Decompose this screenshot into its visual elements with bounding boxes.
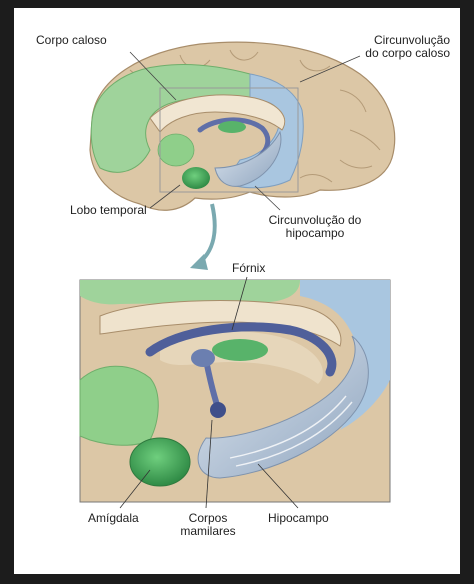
top-brain-view: [89, 41, 396, 211]
zoom-arrow-head: [190, 254, 208, 270]
bottom-zoom-view: [79, 276, 391, 509]
label-circunvolucao-corpo-caloso-line2: do corpo caloso: [365, 46, 450, 60]
label-corpo-caloso: Corpo caloso: [36, 33, 107, 47]
cingulate-blue-zoom: [300, 280, 390, 430]
label-corpos-line2: mamilares: [180, 524, 236, 538]
amygdala-top: [182, 167, 210, 189]
zoom-arrow: [198, 203, 217, 264]
fornix-zoom: [145, 322, 337, 377]
thalamus-zoom: [212, 339, 268, 361]
anterior-commissure: [191, 349, 215, 367]
label-amigdala: Amígdala: [88, 511, 139, 525]
label-lobo-temporal: Lobo temporal: [70, 203, 147, 217]
hippocampus-zoom: [197, 335, 369, 479]
temporal-green-zoom: [79, 365, 159, 446]
temporal-green-top: [157, 133, 195, 167]
label-circunvolucao-corpo-caloso-line1: Circunvolução: [373, 33, 450, 47]
label-circunvolucao-corpo-caloso: Circunvolução do corpo caloso: [330, 34, 450, 60]
bottom-leader-lines: [119, 276, 299, 509]
label-circunvolucao-hipocampo-line1: Circunvolução do: [268, 213, 362, 227]
top-leader-lines: [129, 51, 361, 211]
hippocampus-striations: [229, 395, 353, 467]
thalamus-top: [218, 121, 246, 133]
label-corpos-line1: Corpos: [188, 511, 228, 525]
hippocampus-top: [214, 130, 282, 187]
cingulate-green-zoom: [80, 280, 300, 305]
corpus-callosum-top: [149, 94, 286, 133]
amygdala-zoom: [129, 437, 191, 487]
label-corpos-mamilares: Corpos mamilares: [170, 512, 246, 538]
corpus-callosum-zoom: [99, 300, 342, 347]
zoom-region-box: [159, 87, 299, 193]
label-hipocampo: Hipocampo: [268, 511, 329, 525]
label-fornix: Fórnix: [232, 261, 266, 275]
label-circunvolucao-hipocampo: Circunvolução do hipocampo: [250, 214, 380, 240]
label-circunvolucao-hipocampo-line2: hipocampo: [285, 226, 345, 240]
mammillary-body-zoom: [210, 402, 226, 418]
